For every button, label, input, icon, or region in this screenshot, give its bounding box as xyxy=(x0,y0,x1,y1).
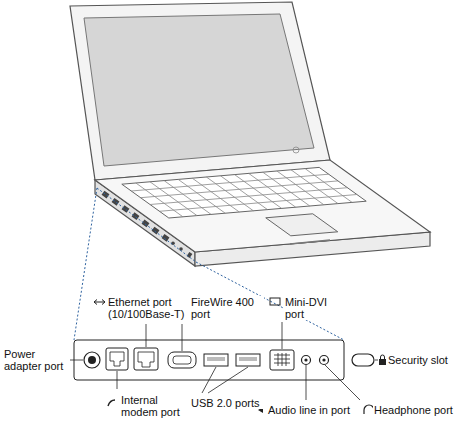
port-label: FireWire 400 port xyxy=(190,296,264,320)
mini-dvi-pins xyxy=(274,353,290,366)
modem-port-socket xyxy=(110,352,124,366)
leader-line xyxy=(70,360,83,361)
port-label: USB 2.0 ports xyxy=(190,397,276,409)
side-ports xyxy=(103,193,191,256)
lock-icon-shackle xyxy=(381,355,385,359)
trackpad xyxy=(266,214,338,236)
headphone-jack xyxy=(320,356,329,365)
audio-in-jack-hole xyxy=(304,358,307,361)
laptop-lid xyxy=(70,2,330,180)
power-port xyxy=(84,352,100,368)
usb-port-tongue xyxy=(207,357,225,361)
modem-port xyxy=(106,348,128,370)
usb-port-tongue xyxy=(239,357,257,361)
ethernet-port xyxy=(134,348,158,370)
leader-line xyxy=(146,324,147,347)
port-label: Mini-DVI port xyxy=(284,296,338,320)
usb-port xyxy=(236,354,260,366)
leader-line xyxy=(325,365,360,400)
port-label: Headphone port xyxy=(373,404,459,416)
usb-port xyxy=(204,354,228,366)
firewire-port-socket xyxy=(173,356,191,364)
keyboard-keys xyxy=(131,169,357,217)
leader-line xyxy=(282,322,283,349)
mini-dvi-port xyxy=(270,350,294,370)
leader-line xyxy=(182,324,183,351)
keyboard xyxy=(122,167,366,218)
audio-in-jack xyxy=(302,356,311,365)
firewire-port xyxy=(168,352,196,368)
security-slot xyxy=(352,354,374,366)
zoom-lines xyxy=(74,188,344,340)
lock-icon xyxy=(379,359,386,365)
port-label: Internal modem port xyxy=(120,394,188,418)
mini-dvi-icon xyxy=(270,298,280,305)
port-label: Ethernet port (10/100Base-T) xyxy=(107,296,193,320)
port-label: Security slot xyxy=(387,354,459,366)
laptop-deck xyxy=(95,160,430,252)
leader-line xyxy=(375,360,378,361)
headphone-jack-hole xyxy=(322,358,325,361)
leader-line xyxy=(117,371,118,389)
port-label: Audio line in port xyxy=(267,404,359,416)
modem-icon xyxy=(108,400,115,406)
leader-line xyxy=(306,365,307,400)
power-button xyxy=(293,147,299,153)
power-port-pin xyxy=(88,356,96,364)
leader-line xyxy=(202,367,248,393)
ethernet-port-socket xyxy=(138,352,154,367)
ethernet-icon xyxy=(94,300,105,305)
port-panel xyxy=(74,340,344,380)
trackpad-button xyxy=(290,240,330,244)
laptop-screen xyxy=(84,14,314,166)
port-label: Power adapter port xyxy=(3,348,69,372)
